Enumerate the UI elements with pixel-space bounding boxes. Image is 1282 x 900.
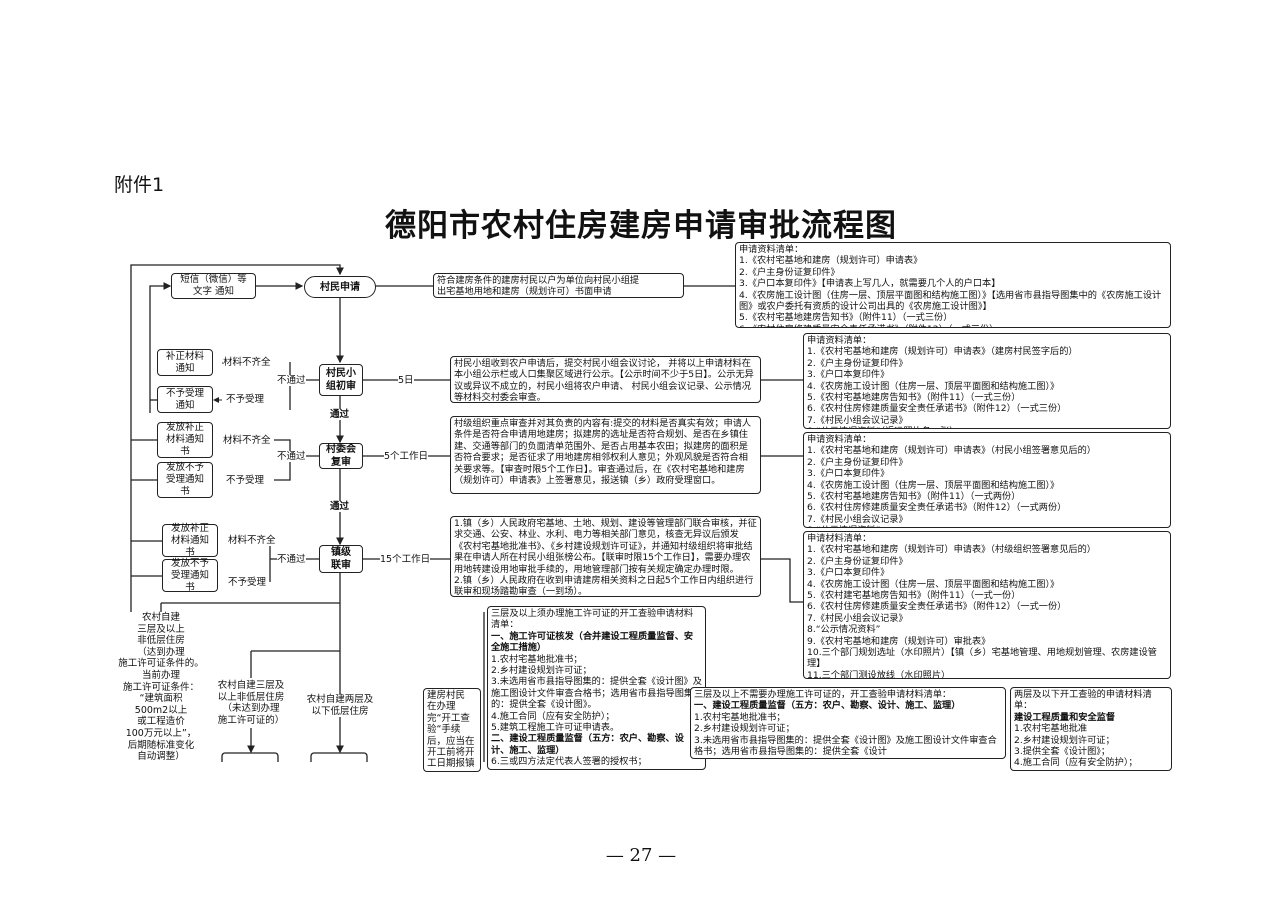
label-not-accept-3: 不予受理 xyxy=(228,577,267,588)
label-not-accept-2: 不予受理 xyxy=(226,475,265,486)
label-not-pass-1: 不通过 xyxy=(277,375,306,386)
label-incomplete-3: 材料不齐全 xyxy=(228,535,276,546)
permit-items-1: 1.农村宅基地批准书； 2.乡村建设规划许可证； 3.未选用省市县指导图集的：提… xyxy=(491,653,702,734)
materials-list-group: 申请资料清单： 1.《农村宅基地和建房（规划许可）申请表》（建房村民签字后的） … xyxy=(803,333,1171,429)
permit-materials-list: 三层及以上须办理施工许可证的开工查验申请材料清单： 一、施工许可证核发（合并建设… xyxy=(487,606,706,770)
label-incomplete-2: 材料不齐全 xyxy=(223,435,271,446)
town-review-description: 1.镇（乡）人民政府宅基地、土地、规划、建设等管理部门联合审核，并征求交通、公安… xyxy=(450,516,761,597)
no-permit-intro: 三层及以上不需要办理施工许可证的，开工查验申请材料清单： xyxy=(694,689,952,700)
fix-material-notice-2: 发放补正 材料通知 书 xyxy=(157,422,213,458)
reject-notice-1: 不予受理 通知 xyxy=(157,386,213,413)
attachment-label: 附件1 xyxy=(114,174,165,196)
label-5-days: 5日 xyxy=(398,375,414,386)
permit-heading-2: 二、建设工程质量监督（五方：农户、勘察、设计、施工、监理） xyxy=(491,733,684,756)
apply-description: 符合建房条件的建房村民以户为单位向村民小组提 出宅基地用地和建房（规划许可）书面… xyxy=(433,273,684,298)
label-not-pass-3: 不通过 xyxy=(277,554,306,565)
fix-material-notice-1: 补正材料 通知 xyxy=(157,349,213,376)
branch-low-rise: 农村自建两层及 以下低层住房 xyxy=(295,694,385,718)
page-number: — 27 — xyxy=(605,845,677,866)
no-permit-materials-list: 三层及以上不需要办理施工许可证的，开工查验申请材料清单： 一、建设工程质量监督（… xyxy=(690,687,1006,760)
reject-notice-2: 发放不予 受理通知 书 xyxy=(157,462,213,498)
low-rise-items: 1.农村宅基地批准 2.乡村建设规划许可证； 3.提供全套《设计图》； 4.施工… xyxy=(1014,723,1138,769)
node-villager-apply[interactable]: 村民申请 xyxy=(304,276,376,298)
permit-items-2: 6.三或四方法定代表人签署的授权书； xyxy=(491,756,647,768)
no-permit-heading: 一、建设工程质量监督（五方：农户、勘察、设计、施工、监理） xyxy=(694,700,961,712)
node-committee-review[interactable]: 村委会 复审 xyxy=(319,443,363,469)
label-incomplete-1: 材料不齐全 xyxy=(223,357,271,368)
permit-intro: 三层及以上须办理施工许可证的开工查验申请材料清单： xyxy=(491,608,694,631)
sms-notify-box: 短信（微信）等 文字 通知 xyxy=(171,273,256,299)
fix-material-notice-3: 发放补正 材料通知 书 xyxy=(162,523,218,558)
label-not-pass-2: 不通过 xyxy=(277,451,306,462)
materials-list-town: 申请材料清单： 1.《农村宅基地和建房（规划许可）申请表》（村级组织签署意见后的… xyxy=(803,531,1171,679)
page-title: 德阳市农村住房建房申请审批流程图 xyxy=(385,208,897,244)
group-review-description: 村民小组收到农户申请后，提交村民小组会议讨论， 并将以上申请材料在本小组公示栏或… xyxy=(450,356,761,403)
reject-notice-3: 发放不予 受理通知 书 xyxy=(162,558,218,593)
permit-heading-1: 一、施工许可证核发（合并建设工程质量监督、安全施工措施） xyxy=(491,630,694,654)
start-date-notice: 建房村民 在办理 完“开工查 验“手续 后，应当在 开工前将开 工日期报镇 xyxy=(423,688,481,772)
label-15-workdays: 15个工作日 xyxy=(380,554,431,565)
node-town-review[interactable]: 镇级 联审 xyxy=(319,545,363,573)
no-permit-items: 1.农村宅基地批准书； 2.乡村建设规划许可证； 3.未选用省市县指导图集的：提… xyxy=(694,711,997,758)
label-pass-1: 通过 xyxy=(330,409,350,420)
label-pass-2: 通过 xyxy=(330,501,350,512)
low-rise-heading: 建设工程质量和安全监督 xyxy=(1014,711,1116,723)
low-rise-materials-list: 两层及以下开工查验的申请材料清单： 建设工程质量和安全监督 1.农村宅基地批准 … xyxy=(1010,687,1172,771)
materials-list-apply: 申请资料清单： 1.《农村宅基地和建房（规划许可）申请表》 2.《户主身份证复印… xyxy=(735,242,1171,328)
branch-high-no-permit: 农村自建三层及 以上非低层住房 （未达到办理 施工许可证的） xyxy=(200,680,302,727)
label-5-workdays: 5个工作日 xyxy=(384,451,429,462)
label-not-accept-1: 不予受理 xyxy=(226,394,265,405)
low-rise-intro: 两层及以下开工查验的申请材料清单： xyxy=(1014,689,1152,712)
committee-review-description: 村级组织重点审查并对其负责的内容有:提交的材料是否真实有效；申请人条件是否符合申… xyxy=(450,416,761,494)
node-group-review[interactable]: 村民小 组初审 xyxy=(319,364,363,396)
branch-high-permit: 农村自建 三层及以上 非低层住房 （达到办理 施工许可证条件的。 当前办理 施工… xyxy=(104,612,218,763)
materials-list-committee: 申请资料清单： 1.《农村宅基地和建房（规划许可）申请表》（村民小组签署意见后的… xyxy=(803,432,1171,528)
